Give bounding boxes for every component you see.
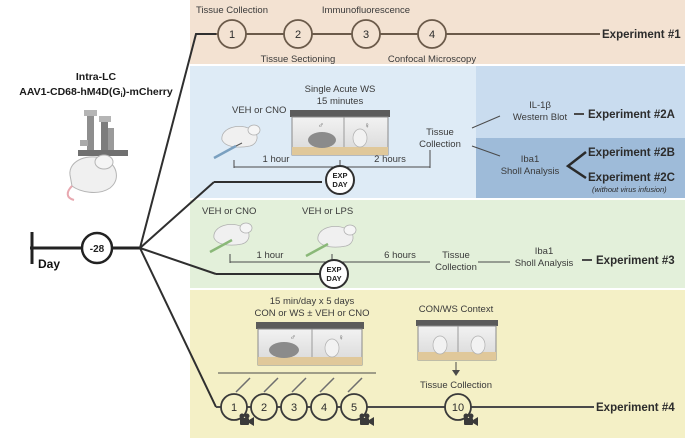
exp4-step4-num: 4 bbox=[321, 402, 327, 414]
exp2-tissue-line1: Tissue bbox=[426, 127, 454, 138]
exp2bc-fork bbox=[565, 151, 587, 180]
exp4-context-cage-icon bbox=[416, 320, 498, 361]
exp1-label-tissue-collection: Tissue Collection bbox=[196, 5, 268, 16]
exp3-iba1-line1: Iba1 bbox=[535, 246, 554, 257]
exp2b-name: Experiment #2B bbox=[588, 147, 675, 159]
exp4-protocol-line2: CON or WS ± VEH or CNO bbox=[254, 308, 369, 319]
exp2-outcome-branches bbox=[471, 115, 501, 157]
exp1-step4-circle bbox=[417, 19, 447, 49]
exp4-protocol-line1: 15 min/day x 5 days bbox=[270, 296, 355, 307]
exp2-exp-day-line1: EXP bbox=[332, 171, 347, 180]
exp2c-name: Experiment #2C bbox=[588, 172, 675, 184]
exp4-step4-circle bbox=[310, 393, 338, 421]
exp4-step2-num: 2 bbox=[261, 402, 267, 414]
exp2-one-hour: 1 hour bbox=[263, 154, 290, 165]
exp3-tissue-line1: Tissue bbox=[442, 250, 470, 261]
exp1-step4-num: 4 bbox=[429, 29, 435, 41]
exp3-name: Experiment #3 bbox=[596, 255, 675, 267]
exp4-step3-num: 3 bbox=[291, 402, 297, 414]
exp1-step1-num: 1 bbox=[229, 29, 235, 41]
exp2-il1b-line1: IL-1β bbox=[529, 100, 551, 111]
exp2a-name: Experiment #2A bbox=[588, 109, 675, 121]
exp1-step3-num: 3 bbox=[363, 29, 369, 41]
exp2-exp-day-marker bbox=[325, 165, 355, 195]
exp2-ws-title-line2: 15 minutes bbox=[317, 96, 364, 107]
exp1-label-tissue-sectioning: Tissue Sectioning bbox=[261, 54, 336, 65]
exp4-step5-num: 5 bbox=[351, 402, 357, 414]
stereotaxic-rat-illustration bbox=[66, 110, 128, 201]
exp2bc-panel bbox=[476, 138, 685, 198]
branch-lines bbox=[139, 33, 217, 408]
exp4-step5-circle bbox=[340, 393, 368, 421]
exp2-il1b-line2: Western Blot bbox=[513, 112, 568, 123]
exp1-step2-num: 2 bbox=[295, 29, 301, 41]
exp2-ws-cage-icon: ♂ ♀ bbox=[290, 110, 390, 156]
exp1-step2-circle bbox=[283, 19, 313, 49]
exp2-iba1-line1: Iba1 bbox=[521, 154, 540, 165]
svg-text:♀: ♀ bbox=[338, 333, 344, 342]
exp4-context-arrowhead bbox=[452, 370, 460, 376]
exp4-step1-num: 1 bbox=[231, 402, 237, 414]
exp3-exp-day-line2: DAY bbox=[326, 274, 341, 283]
exp4-syringe-icons bbox=[235, 377, 363, 393]
exp4-step1-circle bbox=[220, 393, 248, 421]
exp1-step3-circle bbox=[351, 19, 381, 49]
exp1-label-confocal: Confocal Microscopy bbox=[388, 54, 476, 65]
exp3-tissue-line2: Collection bbox=[435, 262, 477, 273]
exp1-steps: 1 2 3 4 bbox=[217, 19, 447, 49]
exp4-step3-circle bbox=[280, 393, 308, 421]
exp3-exp-day-line1: EXP bbox=[326, 265, 341, 274]
exp3-iba1-line2: Sholl Analysis bbox=[515, 258, 574, 269]
exp4-tissue-collection: Tissue Collection bbox=[420, 380, 492, 391]
exp3-rat-lps-icon bbox=[305, 224, 357, 258]
exp2-ws-title-line1: Single Acute WS bbox=[305, 84, 376, 95]
exp2-right-panel bbox=[476, 66, 685, 138]
virus-title-line1: Intra-LC bbox=[76, 71, 117, 83]
exp3-one-hour: 1 hour bbox=[257, 250, 284, 261]
exp4-step10-circle bbox=[444, 393, 472, 421]
camera-icon bbox=[359, 413, 374, 426]
exp1-step1-circle bbox=[217, 19, 247, 49]
exp1-name: Experiment #1 bbox=[602, 29, 681, 41]
exp2-veh-cno: VEH or CNO bbox=[232, 105, 286, 116]
exp4-step2-circle bbox=[250, 393, 278, 421]
exp2c-note: (without virus infusion) bbox=[592, 185, 667, 194]
exp3-rat-cno-icon bbox=[209, 222, 253, 254]
svg-text:♂: ♂ bbox=[290, 333, 296, 342]
svg-text:♀: ♀ bbox=[364, 121, 370, 130]
exp2-exp-day-line2: DAY bbox=[332, 180, 347, 189]
exp3-veh-cno: VEH or CNO bbox=[202, 206, 256, 217]
exp4-step10-num: 10 bbox=[452, 402, 464, 414]
exp4-name: Experiment #4 bbox=[596, 402, 675, 414]
exp3-veh-lps: VEH or LPS bbox=[302, 206, 353, 217]
exp1-label-immunofluorescence: Immunofluorescence bbox=[322, 5, 410, 16]
exp2-rat-syringe-icon bbox=[213, 124, 261, 160]
exp3-exp-day-marker bbox=[319, 259, 349, 289]
day-label: Day bbox=[38, 257, 60, 271]
virus-title-line2: AAV1-CD68-hM4D(Gi)-mCherry bbox=[19, 86, 173, 99]
svg-text:♂: ♂ bbox=[318, 121, 324, 130]
exp2-tissue-line2: Collection bbox=[419, 139, 461, 150]
exp4-context-label: CON/WS Context bbox=[419, 304, 494, 315]
camera-icons bbox=[239, 413, 478, 426]
exp4-ws-cage-icon: ♂ ♀ bbox=[256, 322, 364, 366]
exp2-iba1-line2: Sholl Analysis bbox=[501, 166, 560, 177]
exp4-steps: 1 2 3 4 5 10 bbox=[220, 393, 472, 421]
exp3-six-hours: 6 hours bbox=[384, 250, 416, 261]
day-minus28-value: -28 bbox=[90, 244, 105, 255]
camera-icon bbox=[239, 413, 254, 426]
exp2-two-hours: 2 hours bbox=[374, 154, 406, 165]
camera-icon bbox=[463, 413, 478, 426]
